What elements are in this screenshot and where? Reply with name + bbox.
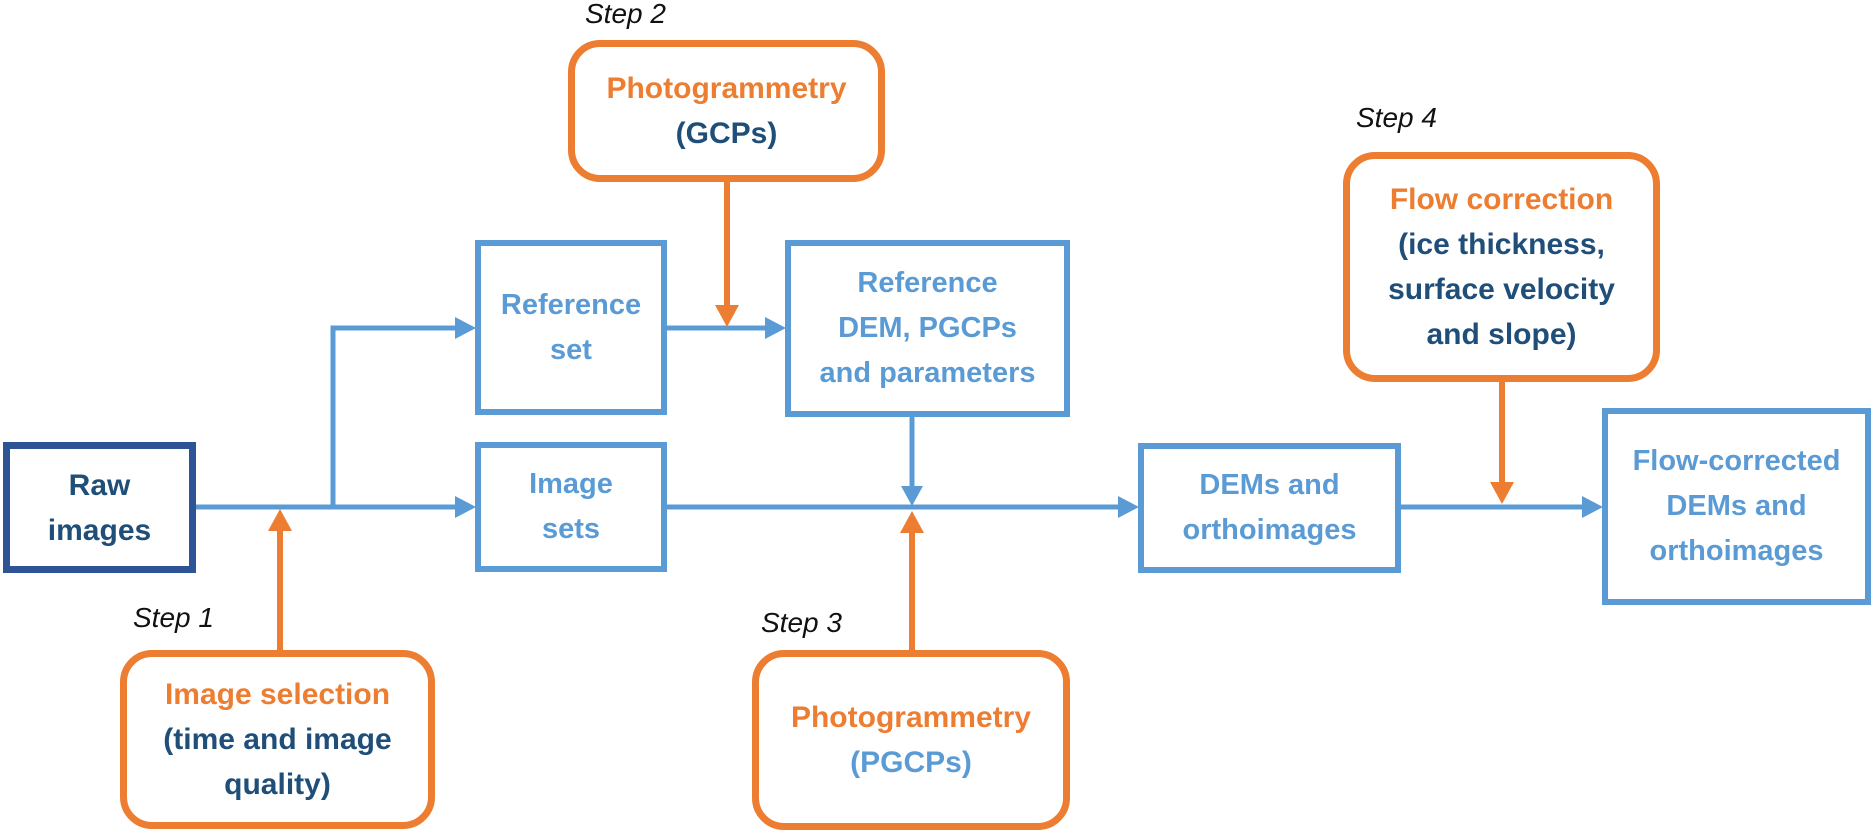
- node-raw-images: Raw images: [3, 442, 196, 573]
- step3-label: Step 3: [761, 607, 842, 638]
- arrow-raw-to-image-sets: [196, 496, 476, 518]
- node-line: sets: [541, 513, 601, 545]
- arrow-step1-up: [268, 509, 292, 652]
- node-line: set: [550, 333, 592, 366]
- step-detail: (PGCPs): [850, 746, 972, 779]
- arrow-step2-down: [715, 180, 739, 327]
- arrow-dems-to-flow-corrected: [1401, 496, 1603, 518]
- node-line: Reference: [857, 267, 998, 299]
- node-reference-set: Reference set: [475, 240, 667, 415]
- step-title: Image selection: [164, 678, 391, 711]
- step-title: Photogrammetry: [790, 701, 1032, 734]
- arrow-step3-up: [900, 511, 924, 652]
- node-line: Flow-corrected: [1632, 445, 1841, 477]
- arrow-reference-dem-down-to-flowline: [901, 417, 923, 506]
- step-detail: (ice thickness,: [1398, 228, 1605, 261]
- node-reference-dem: Reference DEM, PGCPs and parameters: [785, 240, 1070, 417]
- step2-process-box: Photogrammetry (GCPs): [568, 40, 885, 182]
- step4-label: Step 4: [1356, 102, 1437, 133]
- node-line: DEMs and: [1199, 469, 1340, 501]
- step4-process-box: Flow correction (ice thickness, surface …: [1343, 152, 1660, 382]
- node-line: and parameters: [819, 357, 1036, 389]
- step-detail: and slope): [1426, 318, 1577, 351]
- node-line: orthoimages: [1649, 535, 1824, 567]
- node-line: Reference: [500, 288, 642, 321]
- node-image-sets: Image sets: [475, 442, 667, 572]
- arrow-image-sets-to-dems: [667, 496, 1139, 518]
- step-title: Photogrammetry: [606, 72, 847, 105]
- step-detail: quality): [224, 768, 331, 801]
- step1-process-box: Image selection (time and image quality): [120, 650, 435, 829]
- step2-label: Step 2: [585, 0, 666, 29]
- node-line: orthoimages: [1182, 514, 1357, 546]
- arrow-reference-set-to-reference-dem: [667, 317, 786, 339]
- arrow-branch-to-reference-set: [330, 317, 476, 507]
- node-line: DEMs and: [1666, 490, 1807, 522]
- node-line: DEM, PGCPs: [838, 312, 1017, 344]
- step-detail: surface velocity: [1388, 273, 1615, 306]
- node-line: Raw: [68, 468, 131, 502]
- arrow-step4-down: [1490, 380, 1514, 504]
- node-flow-corrected: Flow-corrected DEMs and orthoimages: [1602, 408, 1871, 605]
- step-detail: (time and image: [163, 723, 392, 756]
- step-detail: (GCPs): [675, 117, 778, 150]
- step3-process-box: Photogrammetry (PGCPs): [752, 650, 1070, 830]
- node-dems-orthoimages: DEMs and orthoimages: [1138, 443, 1401, 573]
- node-line: Image: [529, 468, 613, 500]
- step1-label: Step 1: [133, 602, 214, 633]
- step-title: Flow correction: [1389, 183, 1614, 216]
- node-line: images: [47, 513, 152, 547]
